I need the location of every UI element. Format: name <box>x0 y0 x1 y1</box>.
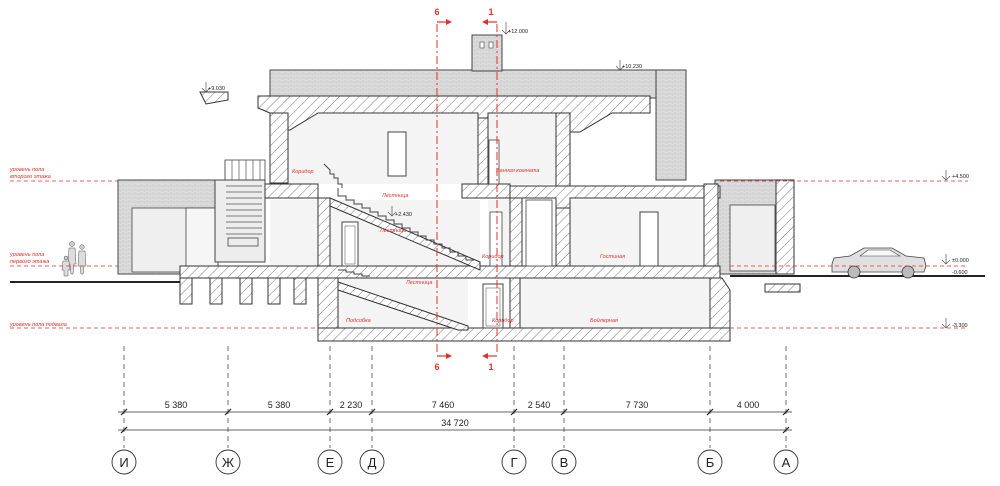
axis-bubble <box>111 449 137 475</box>
room-label-stair-upper: Лестница <box>381 193 408 199</box>
dimension-tick <box>510 408 518 416</box>
axis-label: Ж <box>222 455 234 470</box>
stair-steps <box>323 163 474 277</box>
room-label-storage: Подсобка <box>346 318 371 324</box>
elevation-canopy: +9.030 <box>208 86 225 92</box>
axis-bubble <box>215 449 241 475</box>
axis-label: В <box>560 455 569 470</box>
elevation-top: +12.000 <box>508 29 528 35</box>
axis-bubble <box>551 449 577 475</box>
elevation-markers: +12.000 +10.230 +9.030 +4.500 +2.430 ±0.… <box>201 22 969 329</box>
structure <box>179 91 801 342</box>
section-mark-1-top: 1 <box>488 7 493 17</box>
dimension-segment-label: 7 460 <box>432 400 455 410</box>
elevation-second-floor: +4.500 <box>952 174 969 180</box>
room-label-bathroom: Ванная комната <box>496 168 539 174</box>
openings <box>341 131 659 329</box>
axis-label: Г <box>510 455 517 470</box>
room-label-stair-lower: Лестница <box>379 228 406 234</box>
room-label-corridor-base: Коридор <box>492 318 514 324</box>
dimension-tick <box>326 408 334 416</box>
axis-label: И <box>119 455 128 470</box>
elevation-ground: -0.600 <box>952 270 968 276</box>
elevation-roof: +10.230 <box>622 64 642 70</box>
dimension-segment-label: 2 230 <box>340 400 363 410</box>
section-mark-1-bottom: 1 <box>488 362 493 372</box>
level-label-basement: уровень пола подвала <box>9 322 67 328</box>
elevation-first-floor: ±0.000 <box>952 258 969 264</box>
arrow-icon <box>482 19 488 25</box>
dimension-segment-label: 7 730 <box>626 400 649 410</box>
dimension-total-label: 34 720 <box>441 418 469 428</box>
axis-label: Е <box>326 455 335 470</box>
dimension-tick <box>120 408 128 416</box>
axis-bubble <box>359 449 385 475</box>
axis-label: Б <box>706 455 715 470</box>
dimension-segment-label: 5 380 <box>165 400 188 410</box>
dimension-tick <box>782 426 790 434</box>
arrow-icon <box>482 353 488 359</box>
axis-label: А <box>782 455 791 470</box>
level-label-second: уровень пола второго этажа <box>9 167 51 180</box>
section-cut-1: 1 1 <box>482 7 498 372</box>
dimension-tick <box>706 408 714 416</box>
section-cut-6: 6 6 <box>434 7 452 372</box>
dimension-tick <box>560 408 568 416</box>
elevation-basement: -3.300 <box>952 323 968 329</box>
background-facade <box>117 34 791 275</box>
dimension-segment-label: 2 540 <box>528 400 551 410</box>
dimension-segment-label: 5 380 <box>268 400 291 410</box>
room-label-boiler: Бойлерная <box>590 317 618 324</box>
arrow-icon <box>446 19 452 25</box>
dimension-segment-label: 4 000 <box>737 400 760 410</box>
room-label-stair-base: Лестница <box>405 280 432 286</box>
car-icon <box>831 247 927 279</box>
people-icon <box>61 241 87 277</box>
room-label-corridor-upper: Коридор <box>292 169 314 175</box>
level-label-first: уровень пола первого этажа <box>9 252 49 265</box>
level-lines <box>10 180 968 329</box>
room-label-corridor-mid: Коридор <box>482 254 504 260</box>
section-mark-6-top: 6 <box>434 7 439 17</box>
room-fills <box>270 114 710 328</box>
dimension-lines: 5 380 5 380 2 230 7 460 2 540 7 730 4 000 34 72… <box>118 400 792 434</box>
dimension-tick <box>368 408 376 416</box>
axis-bubble <box>501 449 527 475</box>
axis-bubble <box>697 449 723 475</box>
elevation-stair: +2.430 <box>395 212 412 218</box>
dimension-tick <box>782 408 790 416</box>
arrow-icon <box>446 353 452 359</box>
dimension-tick <box>120 426 128 434</box>
section-mark-6-bottom: 6 <box>434 362 439 372</box>
axis-bubble <box>773 449 799 475</box>
room-label-living: Гостиная <box>600 254 625 260</box>
dimension-tick <box>224 408 232 416</box>
axis-bubble <box>317 449 343 475</box>
axis-label: Д <box>368 455 377 470</box>
